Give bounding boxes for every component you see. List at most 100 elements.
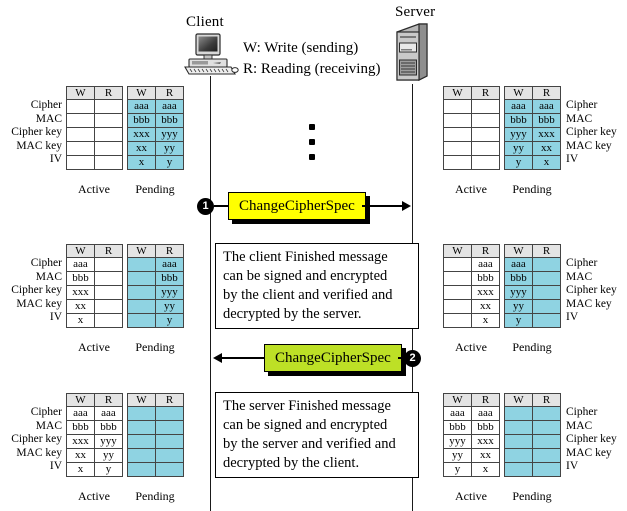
stage-1-server-pending-caption: Pending (512, 182, 552, 196)
vertical-ellipsis-icon (309, 124, 315, 169)
cell-cipher-key-r: xxx (471, 285, 500, 300)
cell-mac-w: bbb (66, 271, 95, 286)
message-2-arrowhead (213, 353, 222, 363)
cell-cipher-w: aaa (127, 99, 156, 114)
row-label-cipher: Cipher (566, 99, 598, 111)
cell-mac-r (94, 113, 123, 128)
row-label-iv: IV (566, 153, 579, 166)
cell-cipher-key-w (127, 434, 156, 449)
note-line: decrypted by the server. (223, 306, 362, 322)
cell-iv-w: y (443, 462, 472, 477)
column-header-r: R (532, 244, 561, 258)
cell-cipher-r (94, 99, 123, 114)
cell-cipher-key-r: yyy (155, 285, 184, 300)
row-label-iv: IV (49, 460, 62, 473)
note-line: The server Finished message (223, 398, 391, 414)
stage-1-server-active-caption: Active (455, 182, 487, 196)
table-row: yyy (127, 285, 184, 300)
table-row (443, 127, 500, 142)
cell-cipher-key-w (66, 127, 95, 142)
message-marker-2: 2 (404, 350, 421, 367)
column-header-r: R (94, 244, 123, 258)
cell-cipher-key-r (532, 434, 561, 449)
column-header-w: W (504, 86, 533, 100)
column-header-r: R (471, 244, 500, 258)
cell-mac-key-r (94, 299, 123, 314)
cell-cipher-key-w (443, 127, 472, 142)
cell-iv-r: y (94, 462, 123, 477)
cell-mac-key-r (471, 141, 500, 156)
row-label-mac-key: MAC key (16, 297, 62, 310)
cell-mac-key-w (443, 141, 472, 156)
change-cipher-spec-message-2[interactable]: ChangeCipherSpec (264, 344, 402, 372)
table-row (66, 127, 123, 142)
cell-mac-key-w: yy (504, 299, 533, 314)
table-row (127, 420, 184, 435)
table-row (443, 155, 500, 170)
legend-write: W: Write (sending) (243, 40, 359, 56)
cell-iv-r: y (155, 155, 184, 170)
table-row (504, 406, 561, 421)
cell-iv-w (127, 462, 156, 477)
row-label-mac: MAC (35, 270, 62, 283)
note-server-finished: The server Finished message can be signe… (215, 392, 419, 478)
table-row: bbb (66, 271, 123, 286)
cell-cipher-w (443, 257, 472, 272)
cell-mac-key-r (94, 141, 123, 156)
cell-iv-w: y (504, 155, 533, 170)
table-row: xx (66, 299, 123, 314)
cell-cipher-r: aaa (471, 257, 500, 272)
column-header-r: R (155, 393, 184, 407)
cell-cipher-key-w: yyy (504, 285, 533, 300)
cell-cipher-key-r: xxx (471, 434, 500, 449)
legend-read: R: Reading (receiving) (243, 61, 381, 77)
cell-mac-w (504, 420, 533, 435)
cell-mac-key-w (443, 299, 472, 314)
column-header-r: R (155, 86, 184, 100)
table-row: aaa (504, 257, 561, 272)
row-label-cipher-key: Cipher key (11, 433, 62, 446)
row-label-mac: MAC (35, 419, 62, 432)
cell-mac-w (443, 113, 472, 128)
cell-mac-w (66, 113, 95, 128)
cell-mac-r (155, 420, 184, 435)
row-label-cipher: Cipher (566, 406, 598, 418)
table-row (504, 448, 561, 463)
cell-mac-w (127, 420, 156, 435)
table-row: aaa (66, 257, 123, 272)
stage-2-server-pending-caption: Pending (512, 340, 552, 354)
row-label-cipher-key: Cipher key (566, 284, 617, 297)
cell-mac-r (471, 113, 500, 128)
change-cipher-spec-message-1[interactable]: ChangeCipherSpec (228, 192, 366, 220)
server-title: Server (395, 4, 436, 20)
row-label-cipher: Cipher (566, 257, 598, 269)
server-tower-icon (393, 22, 431, 89)
cell-cipher-key-w: yyy (443, 434, 472, 449)
table-row (127, 448, 184, 463)
cell-mac-w (127, 271, 156, 286)
cell-mac-key-r (532, 448, 561, 463)
table-row: yy (504, 299, 561, 314)
legend-block: W: Write (sending) R: Reading (receiving… (243, 38, 380, 80)
table-row (66, 99, 123, 114)
column-header-r: R (532, 393, 561, 407)
